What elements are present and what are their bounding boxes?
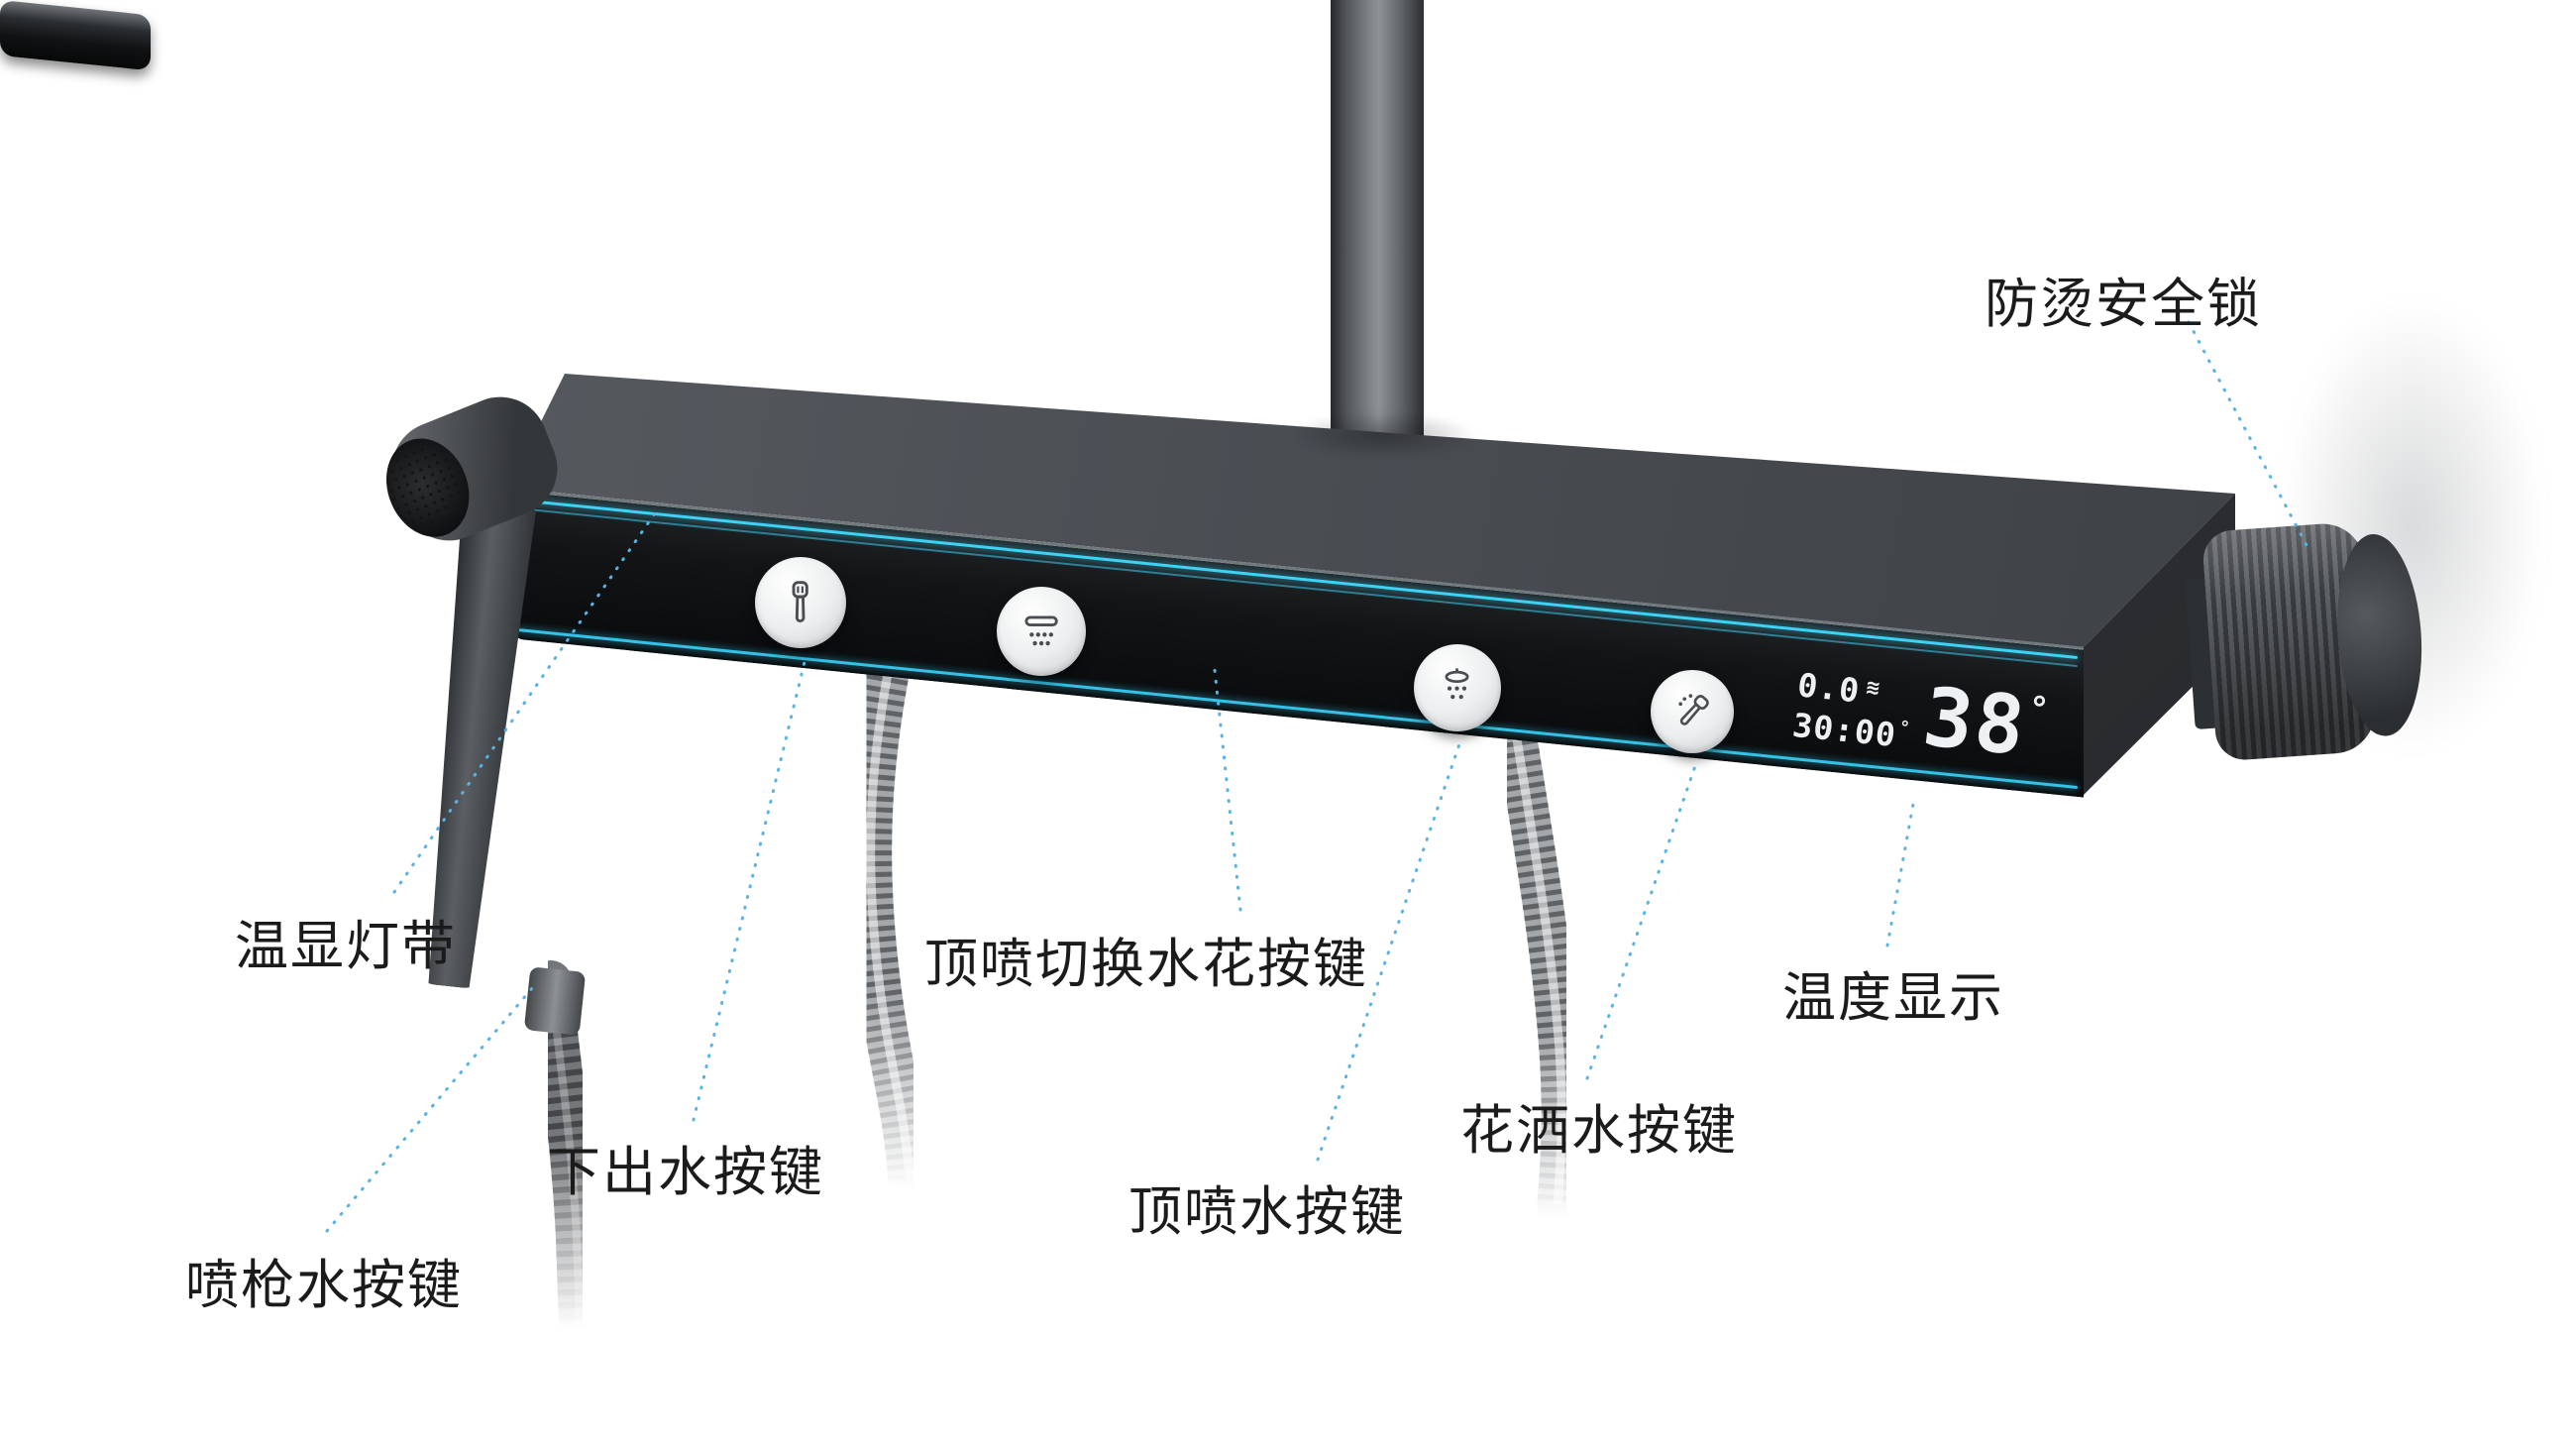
right-metal-hose (1491, 688, 1582, 1225)
label-temperature-display: 温度显示 (1782, 966, 2004, 1029)
riser-pipe (1331, 0, 1424, 466)
hand-wand-icon (792, 581, 809, 623)
rain-spray-button (997, 587, 1086, 676)
label-spray-gun-button: 喷枪水按键 (185, 1254, 463, 1316)
label-hand-shower-button: 花洒水按键 (1460, 1099, 1738, 1162)
label-top-spray-button: 顶喷水按键 (1128, 1180, 1406, 1243)
rain-bar-icon (1024, 615, 1058, 646)
leader-spray-gun-button (325, 979, 540, 1233)
leader-safety-lock (2187, 320, 2308, 547)
label-temp-light-strip: 温显灯带 (235, 915, 457, 977)
leader-bottom-outlet-button (692, 660, 806, 1122)
hand-shower-button (1651, 670, 1734, 753)
label-top-spray-pattern-button: 顶喷切换水花按键 (924, 933, 1368, 995)
leader-temp-light-strip (392, 505, 661, 894)
leader-top-spray-pattern-button (1213, 668, 1242, 912)
bottom-outlet-button (755, 557, 846, 648)
left-metal-hose (849, 613, 931, 1201)
showerhead-icon (1445, 668, 1470, 700)
angled-wand-icon (1677, 693, 1709, 725)
leader-temperature-display (1885, 797, 1916, 947)
leader-hand-shower-button (1585, 761, 1698, 1080)
pipe-base-shadow (1286, 411, 1480, 459)
label-safety-lock: 防烫安全锁 (1985, 273, 2262, 335)
top-spray-button (1414, 644, 1501, 731)
label-bottom-outlet-button: 下出水按键 (547, 1141, 824, 1203)
